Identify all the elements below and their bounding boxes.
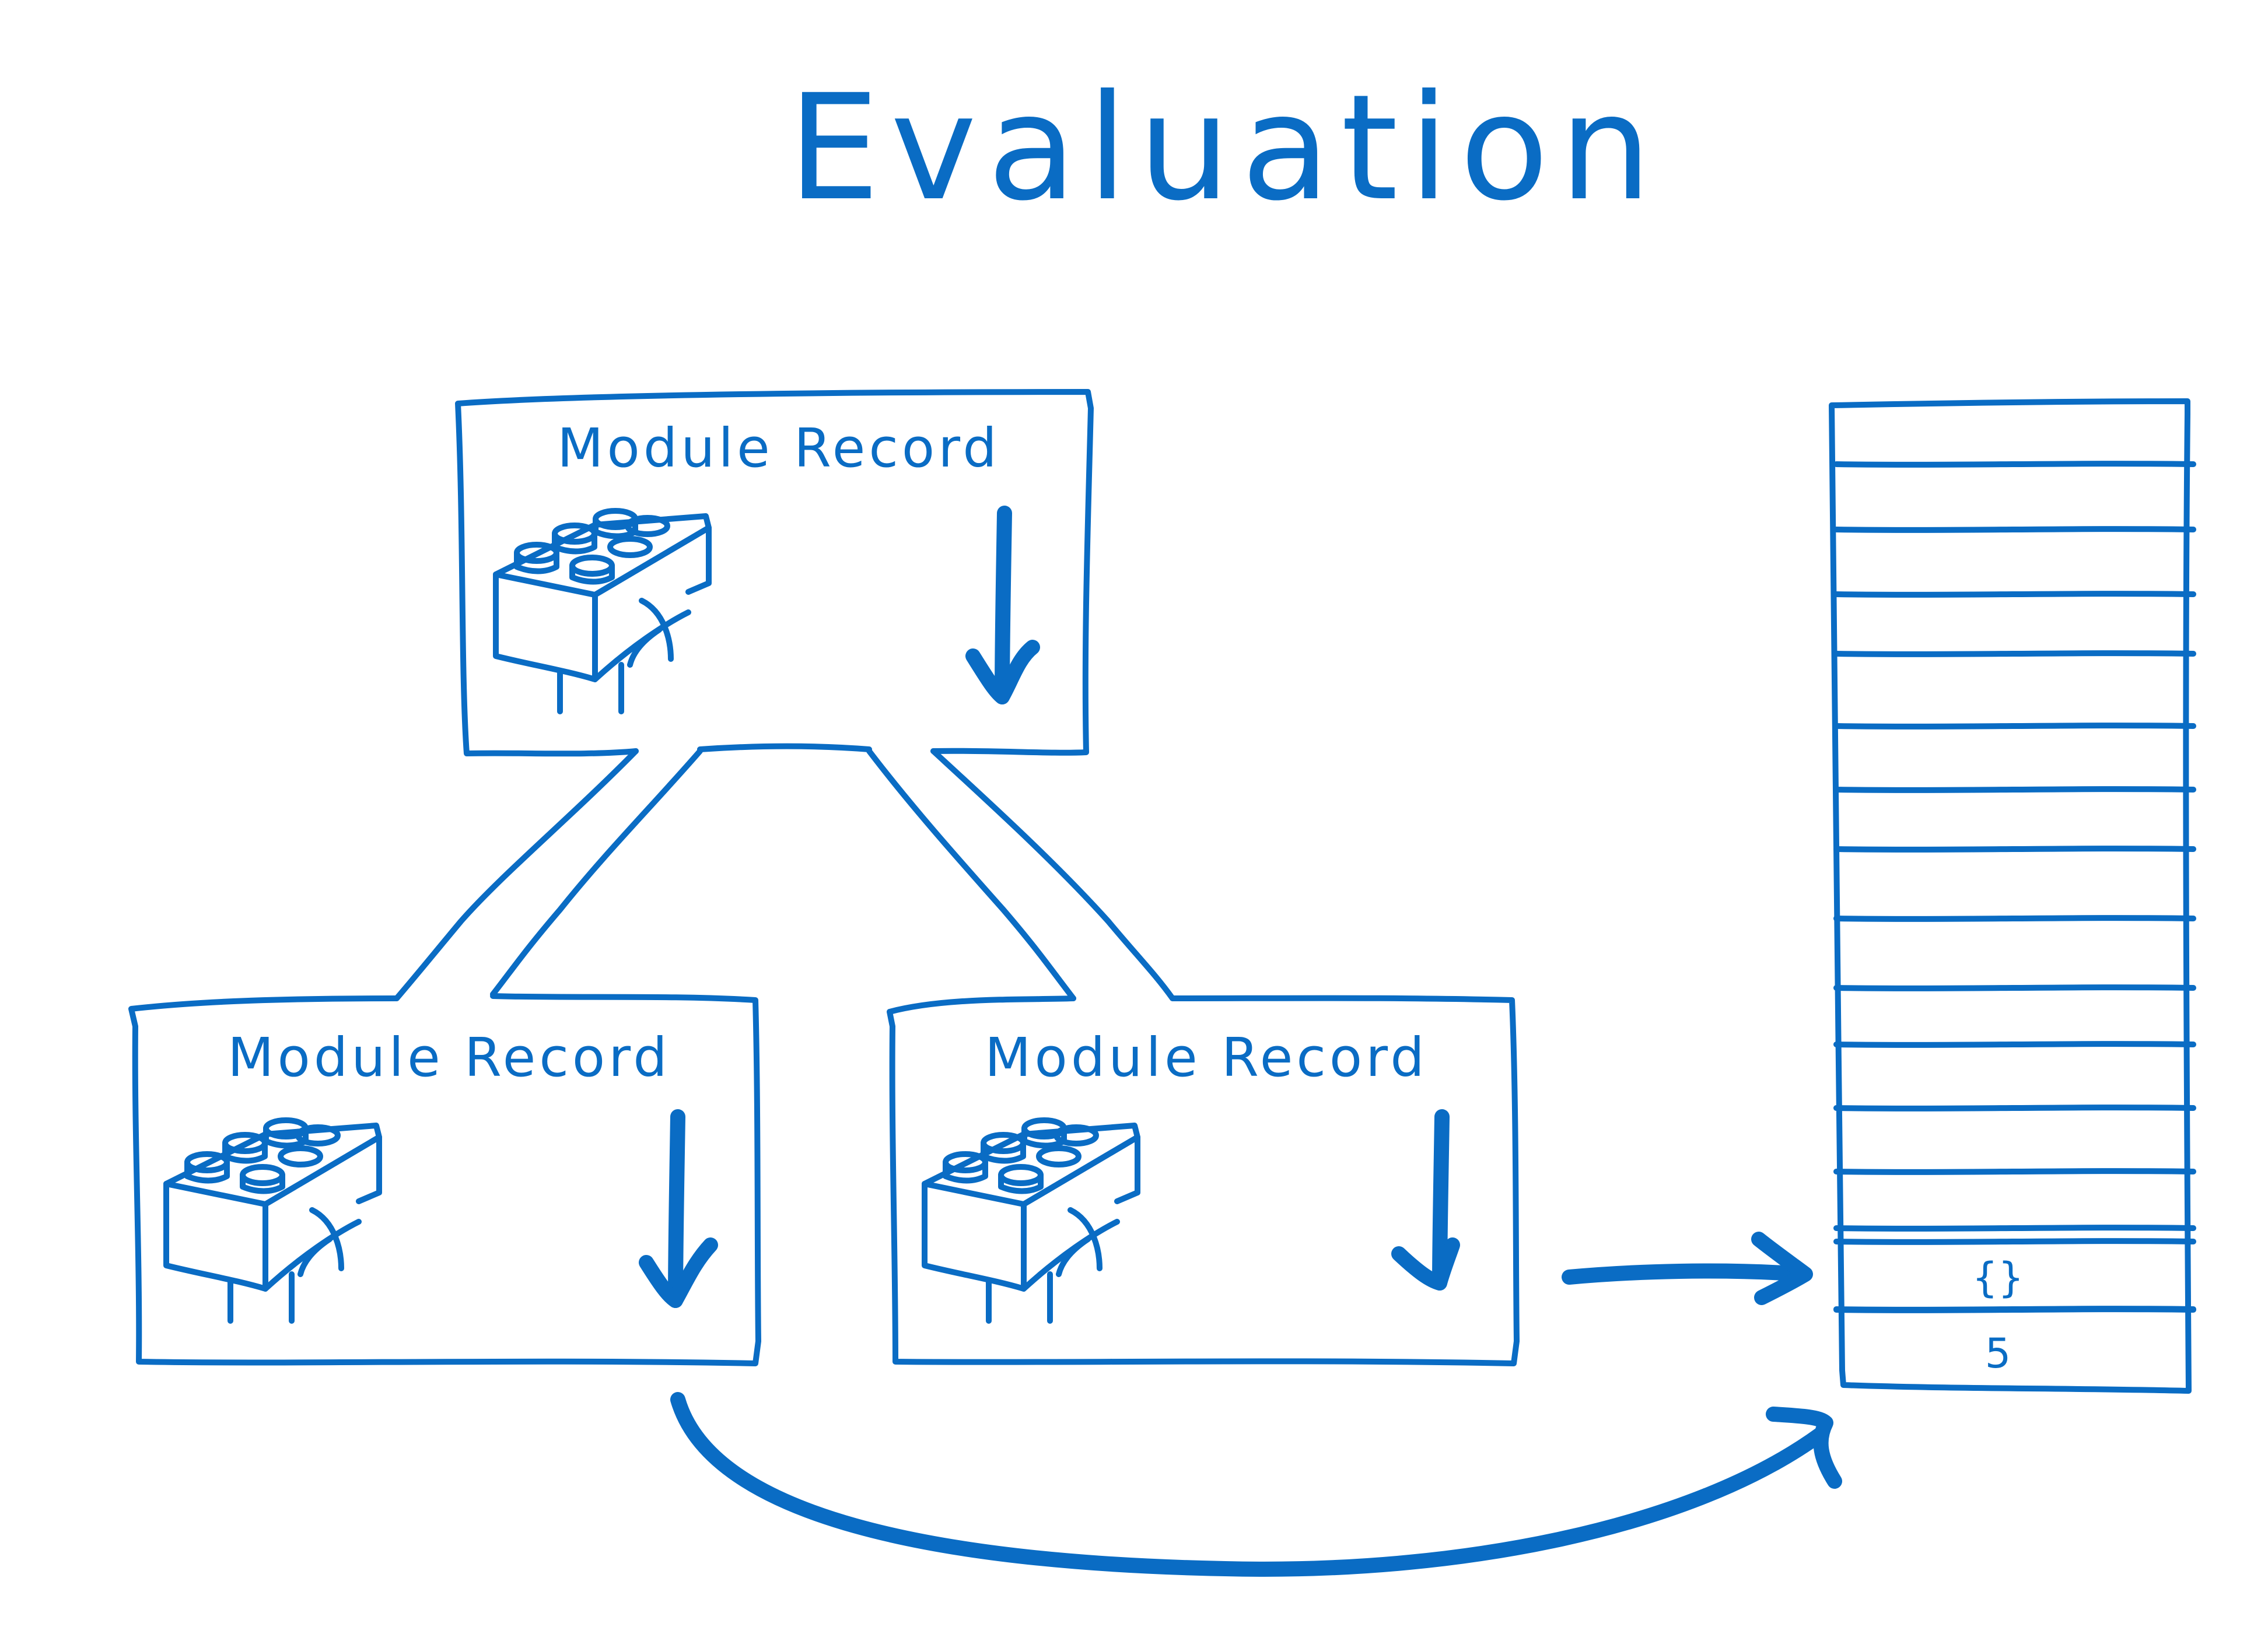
building-block-icon <box>493 508 712 714</box>
memory-row-divider <box>1833 915 2196 922</box>
connector-left-inner <box>490 748 703 997</box>
down-arrow-icon <box>965 506 1040 704</box>
diagram-title: Evaluation <box>788 63 1662 233</box>
memory-cell-value-5: 5 <box>1985 1330 2011 1377</box>
connector-bridge <box>697 743 872 752</box>
down-arrow-icon <box>1391 1109 1460 1291</box>
memory-row-divider <box>1833 1238 2196 1245</box>
connector-right-inner <box>866 748 1076 1001</box>
module-label: Module Record <box>985 1026 1428 1089</box>
module-record-left: Module Record <box>128 993 761 1366</box>
memory-row-divider <box>1833 526 2196 533</box>
connector-right-outer <box>930 748 1175 1001</box>
building-block-icon <box>922 1117 1140 1324</box>
module-record-right: Module Record <box>887 995 1520 1366</box>
module-label: Module Record <box>557 417 1000 479</box>
building-block-icon <box>163 1117 382 1324</box>
module-label: Module Record <box>228 1026 671 1089</box>
module-box <box>887 995 1520 1366</box>
memory-row-divider <box>1833 591 2196 598</box>
module-box <box>128 993 761 1366</box>
module-record-top: Module Record <box>455 389 1094 757</box>
memory-border <box>1829 398 2192 1394</box>
memory-row-divider <box>1833 1041 2196 1048</box>
memory-row-divider <box>1833 723 2196 730</box>
memory-row-divider <box>1833 1104 2196 1111</box>
memory-row-divider <box>1833 1225 2196 1232</box>
memory-row-divider <box>1833 461 2196 468</box>
connector-left-outer <box>394 748 639 1001</box>
memory-row-divider <box>1833 984 2196 991</box>
memory-row-divider <box>1833 1168 2196 1175</box>
memory-cell-value-object: {} <box>1972 1254 2024 1302</box>
memory-row-divider <box>1833 650 2196 657</box>
memory-rows <box>1833 461 2196 1313</box>
right-arrow-icon <box>1562 1232 1813 1305</box>
memory-stack: 5 {} <box>1829 398 2196 1394</box>
curved-arrow-icon <box>670 1392 1842 1577</box>
down-arrow-icon <box>639 1109 718 1308</box>
module-box <box>455 389 1094 757</box>
memory-row-divider <box>1833 786 2196 793</box>
memory-row-divider <box>1833 1306 2196 1313</box>
memory-row-divider <box>1833 846 2196 853</box>
